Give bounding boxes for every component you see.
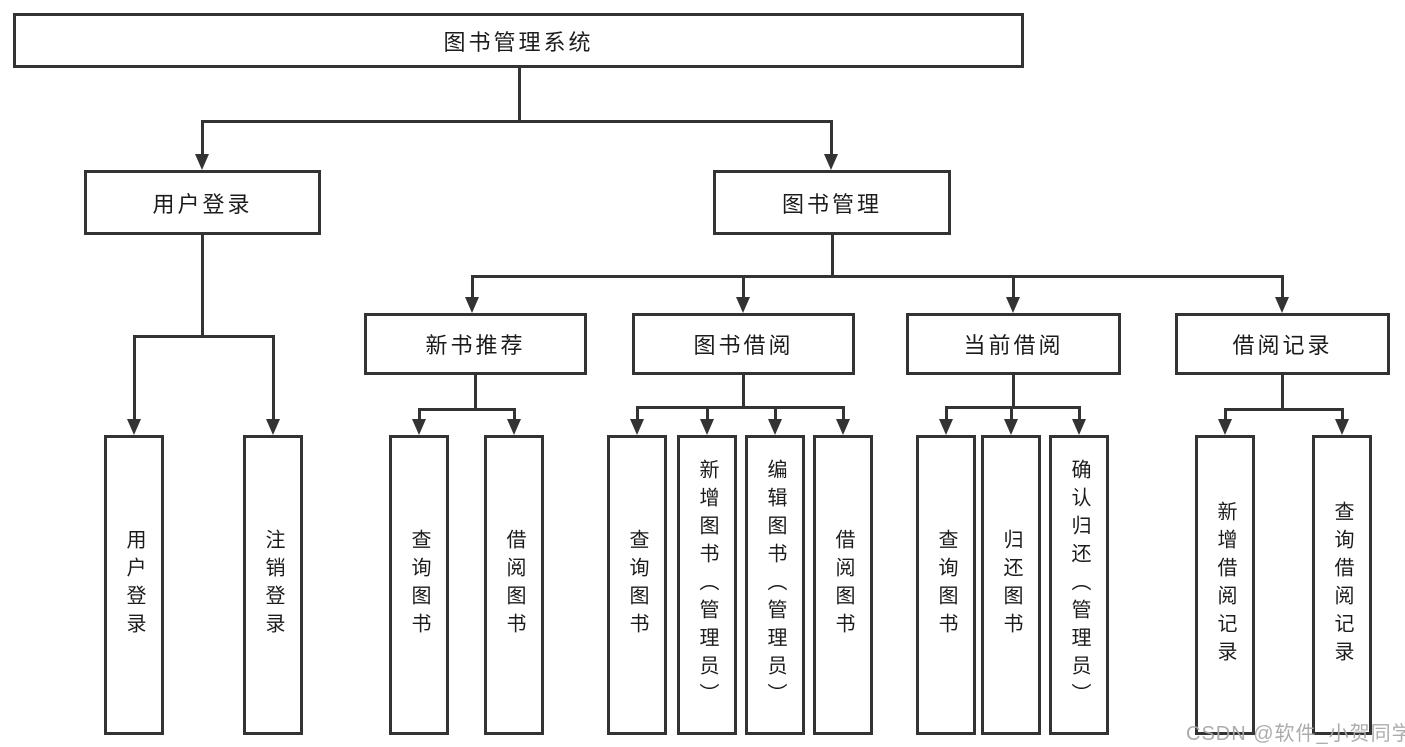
- node-borrowing-records: 借阅记录: [1175, 313, 1390, 375]
- node-leaf-query-books-recommend: 查询图书: [389, 435, 449, 735]
- connector-drop: [272, 335, 275, 421]
- connector-drop: [842, 406, 845, 421]
- connector-drop: [774, 406, 777, 421]
- node-current-borrowing: 当前借阅: [906, 313, 1121, 375]
- node-leaf-query-borrow-record: 查询借阅记录: [1312, 435, 1372, 735]
- node-label: 查询图书: [626, 529, 648, 641]
- connector-drop: [471, 275, 474, 299]
- node-label: 新增图书（管理员）: [696, 459, 718, 711]
- arrow-down-icon: [1335, 419, 1349, 435]
- arrow-down-icon: [736, 297, 750, 313]
- connector-rail: [471, 275, 1284, 278]
- arrow-down-icon: [507, 419, 521, 435]
- connector-rail: [636, 406, 845, 409]
- node-label: 图书管理系统: [443, 29, 594, 55]
- arrow-down-icon: [127, 419, 141, 435]
- connector-drop: [418, 408, 421, 421]
- node-label: 借阅图书: [832, 529, 854, 641]
- connector-drop: [742, 275, 745, 299]
- connector-stem: [518, 68, 521, 123]
- arrow-down-icon: [836, 419, 850, 435]
- node-label: 新书推荐: [425, 333, 526, 358]
- connector-rail: [945, 406, 1081, 409]
- arrow-down-icon: [412, 419, 426, 435]
- connector-rail: [133, 335, 275, 338]
- arrow-down-icon: [824, 154, 838, 170]
- connector-drop: [1010, 406, 1013, 421]
- connector-drop: [1078, 406, 1081, 421]
- node-label: 用户登录: [123, 529, 145, 641]
- connector-stem: [474, 375, 477, 411]
- connector-drop: [201, 120, 204, 156]
- connector-drop: [1281, 275, 1284, 299]
- node-book-borrowing: 图书借阅: [632, 313, 855, 375]
- node-leaf-add-book-admin: 新增图书（管理员）: [677, 435, 737, 735]
- arrow-down-icon: [1072, 419, 1086, 435]
- connector-drop: [513, 408, 516, 421]
- node-label: 查询图书: [935, 529, 957, 641]
- node-leaf-add-borrow-record: 新增借阅记录: [1195, 435, 1255, 735]
- node-label: 确认归还（管理员）: [1068, 459, 1090, 711]
- connector-rail: [1224, 408, 1344, 411]
- arrow-down-icon: [195, 154, 209, 170]
- node-leaf-confirm-return-admin: 确认归还（管理员）: [1049, 435, 1109, 735]
- connector-drop: [1224, 408, 1227, 421]
- arrow-down-icon: [630, 419, 644, 435]
- node-root: 图书管理系统: [13, 13, 1024, 68]
- arrow-down-icon: [1006, 297, 1020, 313]
- node-book-management: 图书管理: [713, 170, 951, 235]
- node-label: 编辑图书（管理员）: [764, 459, 786, 711]
- connector-drop: [1341, 408, 1344, 421]
- node-leaf-borrow-books-recommend: 借阅图书: [484, 435, 544, 735]
- connector-stem: [1281, 375, 1284, 411]
- node-label: 查询借阅记录: [1331, 501, 1353, 669]
- node-label: 注销登录: [262, 529, 284, 641]
- connector-drop: [636, 406, 639, 421]
- node-label: 当前借阅: [963, 333, 1064, 358]
- connector-stem: [201, 235, 204, 338]
- node-label: 新增借阅记录: [1214, 501, 1236, 669]
- node-leaf-user-login: 用户登录: [104, 435, 164, 735]
- arrow-down-icon: [1218, 419, 1232, 435]
- connector-drop: [1012, 275, 1015, 299]
- arrow-down-icon: [768, 419, 782, 435]
- connector-drop: [133, 335, 136, 421]
- node-label: 图书借阅: [693, 333, 794, 358]
- connector-rail: [201, 120, 833, 123]
- node-leaf-query-books-current: 查询图书: [916, 435, 976, 735]
- node-label: 借阅图书: [503, 529, 525, 641]
- node-user-login: 用户登录: [84, 170, 321, 235]
- node-leaf-edit-book-admin: 编辑图书（管理员）: [745, 435, 805, 735]
- node-label: 归还图书: [1000, 529, 1022, 641]
- connector-stem: [831, 235, 834, 278]
- arrow-down-icon: [939, 419, 953, 435]
- connector-stem: [742, 375, 745, 409]
- node-label: 查询图书: [408, 529, 430, 641]
- connector-rail: [418, 408, 516, 411]
- node-label: 用户登录: [152, 191, 253, 217]
- node-leaf-logout: 注销登录: [243, 435, 303, 735]
- connector-drop: [706, 406, 709, 421]
- connector-drop: [945, 406, 948, 421]
- arrow-down-icon: [1275, 297, 1289, 313]
- connector-drop: [830, 120, 833, 156]
- node-leaf-return-book: 归还图书: [981, 435, 1041, 735]
- node-label: 图书管理: [781, 191, 882, 217]
- arrow-down-icon: [465, 297, 479, 313]
- arrow-down-icon: [266, 419, 280, 435]
- arrow-down-icon: [1004, 419, 1018, 435]
- node-leaf-query-books-borrow: 查询图书: [607, 435, 667, 735]
- connector-stem: [1012, 375, 1015, 409]
- arrow-down-icon: [700, 419, 714, 435]
- node-new-book-recommend: 新书推荐: [364, 313, 587, 375]
- csdn-watermark: CSDN @软件_小贺同学: [1186, 723, 1405, 745]
- node-leaf-borrow-books: 借阅图书: [813, 435, 873, 735]
- node-label: 借阅记录: [1232, 333, 1333, 358]
